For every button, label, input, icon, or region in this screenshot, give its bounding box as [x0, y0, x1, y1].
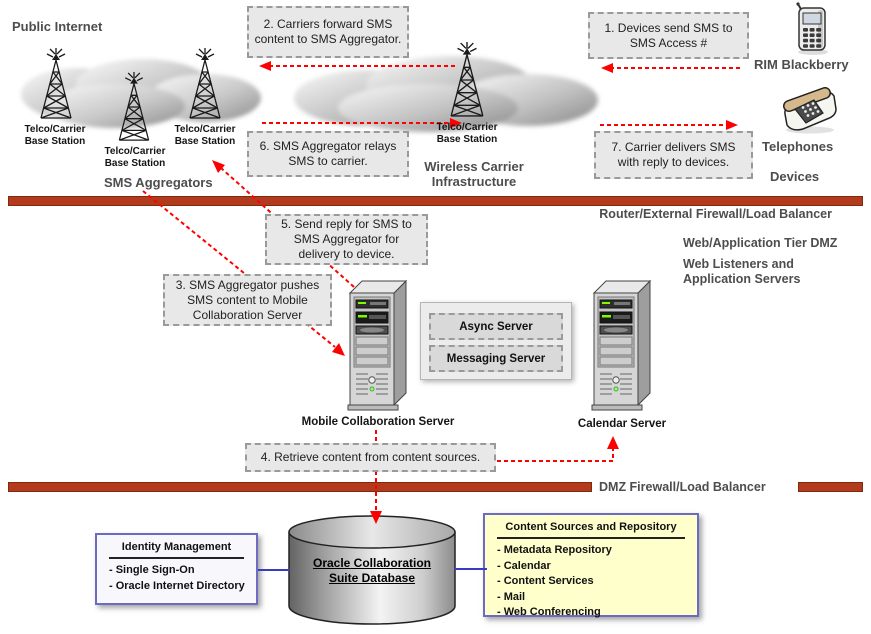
router-firewall-bar — [8, 196, 863, 206]
list-item: - Single Sign-On — [109, 564, 195, 576]
step-7-note: 7. Carrier delivers SMS with reply to de… — [594, 131, 753, 179]
step-5-note: 5. Send reply for SMS to SMS Aggregator … — [265, 214, 428, 265]
step-2-note: 2. Carriers forward SMS content to SMS A… — [247, 6, 409, 58]
identity-management-list: - Single Sign-On - Oracle Internet Direc… — [97, 564, 256, 592]
list-item: - Content Services — [497, 575, 594, 587]
step-1-note: 1. Devices send SMS to SMS Access # — [588, 12, 749, 59]
telephone-icon — [783, 87, 837, 134]
label-calendar-server: Calendar Server — [577, 418, 667, 430]
content-sources-list: - Metadata Repository - Calendar - Conte… — [485, 544, 697, 619]
base-station-tower-icon — [189, 48, 221, 119]
messaging-server-box: Messaging Server — [429, 345, 563, 372]
identity-management-title: Identity Management — [121, 541, 232, 553]
blackberry-icon — [796, 2, 828, 55]
list-item: - Oracle Internet Directory — [109, 579, 245, 592]
zone-devices: Devices — [770, 169, 820, 184]
base-station-label: Telco/Carrier Base Station — [104, 146, 166, 169]
zone-sms-aggregators: SMS Aggregators — [104, 175, 213, 190]
list-item: - Metadata Repository — [497, 544, 612, 556]
label-telephones: Telephones — [762, 139, 834, 154]
base-station-tower-icon — [450, 42, 484, 117]
oracle-database-cylinder — [288, 515, 456, 625]
label-router-firewall: Router/External Firewall/Load Balancer — [599, 207, 832, 221]
label-dmz-firewall: DMZ Firewall/Load Balancer — [599, 480, 766, 494]
label-rim-blackberry: RIM Blackberry — [754, 57, 849, 72]
content-sources-title: Content Sources and Repository — [505, 521, 677, 533]
zone-public-internet: Public Internet — [12, 19, 103, 34]
list-item: - Web Conferencing — [497, 606, 601, 618]
database-label-line2: Suite Database — [328, 571, 416, 585]
zone-wireless-carrier: Wireless Carrier Infrastructure — [424, 159, 524, 189]
calendar-server-icon — [591, 279, 652, 411]
step-4-note: 4. Retrieve content from content sources… — [245, 443, 496, 472]
database-label: Oracle Collaboration Suite Database — [292, 556, 452, 586]
base-station-label: Telco/Carrier Base Station — [174, 124, 236, 147]
base-station-label: Telco/Carrier Base Station — [436, 122, 498, 145]
async-server-box: Async Server — [429, 313, 563, 340]
dmz-firewall-bar-left — [8, 482, 592, 492]
zone-web-application-tier-dmz: Web/Application Tier DMZ — [683, 236, 838, 250]
divider — [497, 537, 685, 539]
content-sources-panel: Content Sources and Repository - Metadat… — [483, 513, 699, 619]
dmz-firewall-bar-right — [798, 482, 863, 492]
base-station-tower-icon — [118, 71, 150, 141]
base-station-tower-icon — [40, 48, 72, 119]
base-station-label: Telco/Carrier Base Station — [24, 124, 86, 147]
database-label-line1: Oracle Collaboration — [312, 556, 432, 570]
step-6-note: 6. SMS Aggregator relays SMS to carrier. — [247, 131, 409, 177]
app-services-panel: Async Server Messaging Server — [420, 302, 572, 380]
wireless-carrier-cloud — [294, 56, 598, 132]
sms-aggregator-cloud — [21, 59, 261, 128]
identity-management-panel: Identity Management - Single Sign-On - O… — [95, 533, 258, 605]
divider — [109, 557, 244, 559]
list-item: - Mail — [497, 590, 526, 603]
list-item: - Calendar — [497, 559, 551, 572]
label-mobile-collaboration-server: Mobile Collaboration Server — [301, 416, 455, 428]
zone-web-listeners: Web Listeners and Application Servers — [683, 257, 801, 286]
mobile-collaboration-server-icon — [347, 279, 408, 411]
step-3-note: 3. SMS Aggregator pushes SMS content to … — [163, 274, 332, 326]
